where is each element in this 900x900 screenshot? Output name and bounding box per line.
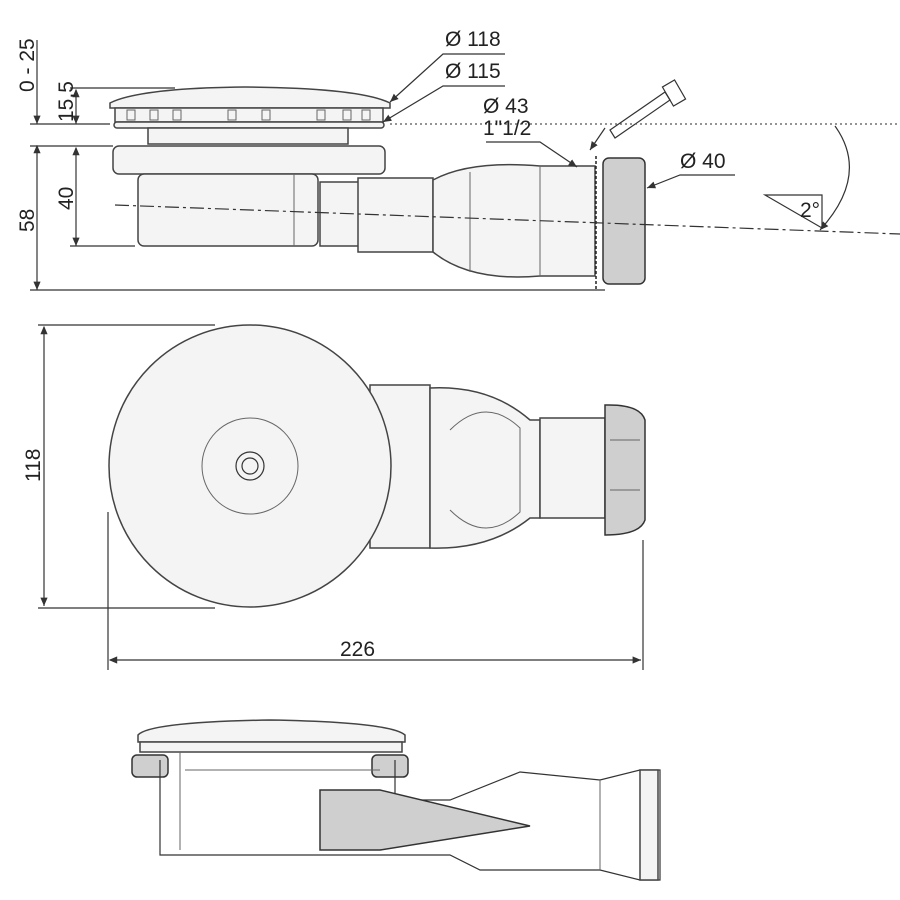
dim-adjust: 0 - 25 bbox=[16, 38, 39, 92]
slope-triangle bbox=[762, 194, 823, 230]
dim-slope: 2° bbox=[800, 199, 820, 222]
dim-pipe: Ø 40 bbox=[680, 150, 726, 173]
saw-icon bbox=[589, 79, 687, 151]
dim-outlet: Ø 43 bbox=[483, 95, 529, 118]
dim-length: 226 bbox=[340, 638, 375, 661]
dim-grate-height: 15,5 bbox=[55, 81, 78, 122]
top-view: 118 226 bbox=[22, 324, 646, 670]
dim-grate-inner: Ø 115 bbox=[445, 60, 501, 83]
dim-body-height: 40 bbox=[55, 187, 78, 210]
section-view bbox=[131, 719, 661, 881]
dim-diameter: 118 bbox=[22, 449, 45, 482]
grate bbox=[109, 86, 391, 145]
outlet-elbow bbox=[319, 156, 646, 290]
side-view: 2° 0 - 25 15,5 40 58 Ø 118 Ø 115 Ø 43 1"… bbox=[16, 28, 900, 291]
slope-arc bbox=[819, 125, 851, 231]
center-axis bbox=[114, 204, 900, 235]
dim-outlet-thread: 1"1/2 bbox=[483, 117, 531, 140]
trap-body bbox=[112, 145, 386, 247]
dim-grate-outer: Ø 118 bbox=[445, 28, 501, 51]
grate-disc bbox=[108, 324, 392, 608]
dim-total-height: 58 bbox=[16, 209, 39, 232]
